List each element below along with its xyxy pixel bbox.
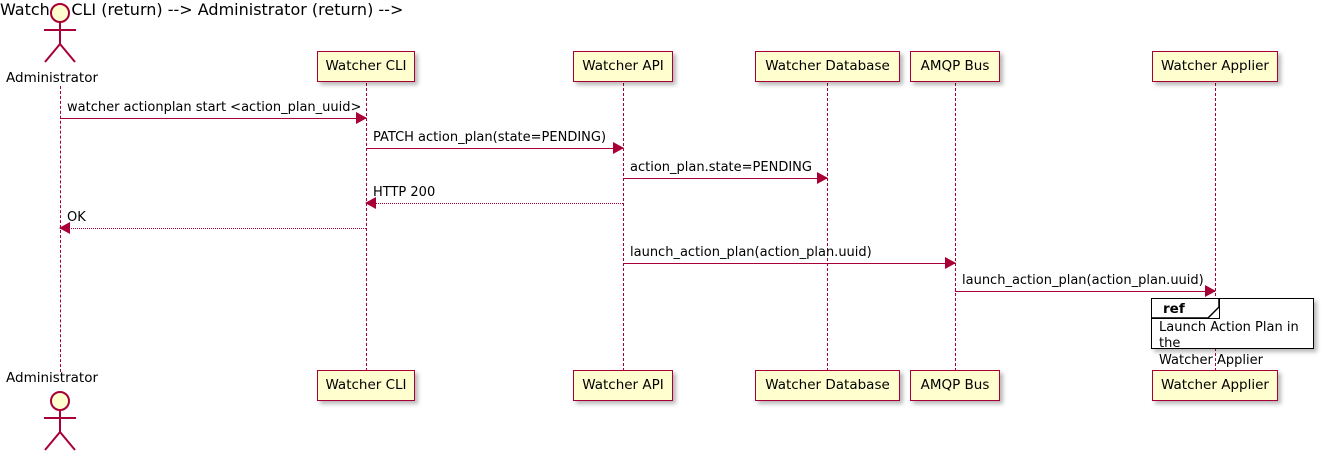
participant-watcher-cli-bottom[interactable]: Watcher CLI — [317, 370, 415, 401]
lifeline-watcher-database — [827, 83, 828, 371]
participant-watcher-api-bottom[interactable]: Watcher API — [573, 370, 673, 401]
actor-administrator-top — [34, 2, 88, 66]
message-label: PATCH action_plan(state=PENDING) — [373, 130, 607, 145]
actor-label-administrator-bottom: Administrator — [6, 370, 99, 386]
message-line — [955, 291, 1215, 292]
message-line — [623, 263, 955, 264]
ref-fragment-tab-label: ref — [1163, 301, 1185, 317]
ref-fragment-tab — [1152, 299, 1220, 319]
message-line — [60, 118, 366, 119]
participant-watcher-database-bottom[interactable]: Watcher Database — [755, 370, 900, 401]
arrowhead-left-icon — [59, 222, 70, 234]
participant-amqp-bus-top[interactable]: AMQP Bus — [910, 51, 1000, 82]
actor-label-administrator-top: Administrator — [6, 70, 99, 86]
message-label: OK — [67, 210, 86, 225]
participant-amqp-bus-bottom[interactable]: AMQP Bus — [910, 370, 1000, 401]
arrowhead-right-icon — [945, 257, 956, 269]
lifeline-watcher-api — [623, 83, 624, 371]
participant-watcher-api-top[interactable]: Watcher API — [573, 51, 673, 82]
actor-stick-figure-icon — [44, 391, 76, 451]
participant-watcher-database-top[interactable]: Watcher Database — [755, 51, 900, 82]
lifeline-watcher-cli — [366, 83, 367, 371]
lifeline-amqp-bus — [955, 83, 956, 371]
participant-watcher-applier-bottom[interactable]: Watcher Applier — [1152, 370, 1278, 401]
ref-fragment-launch-action-plan[interactable]: ref Launch Action Plan in the Watcher Ap… — [1151, 298, 1314, 368]
message-label: launch_action_plan(action_plan.uuid) — [630, 245, 872, 260]
actor-stick-figure-icon — [44, 3, 76, 63]
arrowhead-right-icon — [817, 172, 828, 184]
arrowhead-left-icon — [365, 197, 376, 209]
message-label: launch_action_plan(action_plan.uuid) — [962, 273, 1204, 288]
arrowhead-right-icon — [1205, 285, 1216, 297]
lifeline-watcher-applier — [1215, 83, 1216, 371]
message-label: HTTP 200 — [373, 185, 436, 200]
arrowhead-right-icon — [613, 142, 624, 154]
arrowhead-right-icon — [356, 112, 367, 124]
participant-watcher-cli-top[interactable]: Watcher CLI — [317, 51, 415, 82]
participant-watcher-applier-top[interactable]: Watcher Applier — [1152, 51, 1278, 82]
message-line — [60, 228, 366, 229]
message-line — [366, 203, 623, 204]
message-label: action_plan.state=PENDING — [630, 160, 812, 175]
message-line — [366, 148, 623, 149]
ref-tab-shape-icon — [1152, 299, 1220, 319]
actor-administrator-bottom — [34, 390, 88, 454]
message-label: watcher actionplan start <action_plan_uu… — [67, 100, 362, 115]
ref-fragment-body: Launch Action Plan in the Watcher Applie… — [1159, 320, 1299, 368]
message-line — [623, 178, 827, 179]
